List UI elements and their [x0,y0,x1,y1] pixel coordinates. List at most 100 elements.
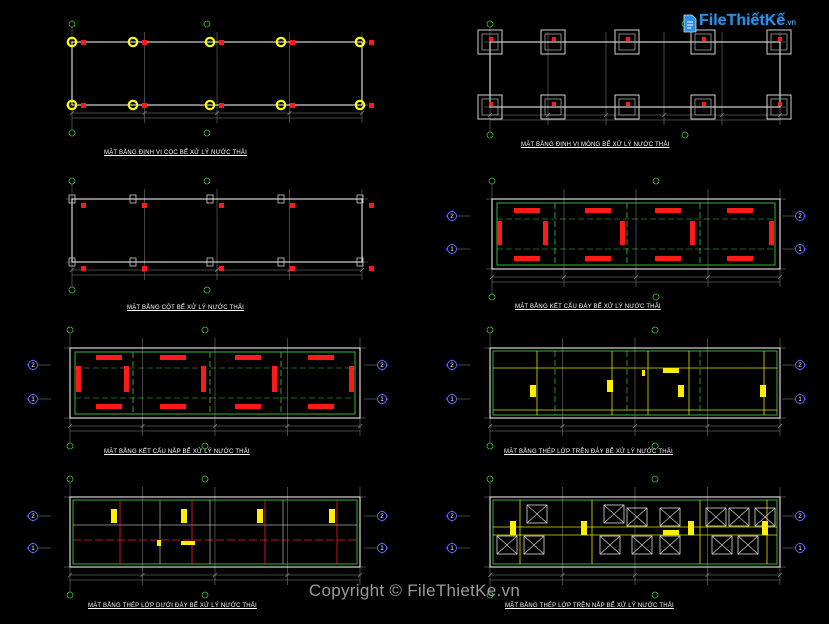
filethietke-logo: FileThiếtKế.vn [683,10,803,40]
axis-marker-label: 1 [450,397,454,403]
footing-inner [770,33,788,51]
axis-marker-circle [28,360,38,370]
axis-marker-circle [377,511,387,521]
grid-bubble [486,442,494,450]
inner-wall [492,350,778,416]
column-mark [142,203,147,208]
axis-marker-label: 2 [380,514,384,520]
beam-bottom [727,256,753,261]
axis-marker-label: 2 [450,363,454,369]
footing-inner [618,98,636,116]
pile-tag [219,103,224,108]
axis-marker-circle [28,543,38,553]
grid-bubble [651,326,659,334]
caption-top-slab-structure: MẶT BẰNG KẾT CẤU NẮP BỂ XỬ LÝ NƯỚC THẢI [104,449,250,455]
footing-inner [481,33,499,51]
dimension-tick [633,274,639,280]
rebar-tag [762,521,768,535]
grid-bubble [486,20,494,28]
beam-top [727,208,753,213]
opening-cross [711,535,733,555]
dimension-tick [287,110,292,116]
dimension-tick [489,274,495,280]
pile-tag [369,40,374,45]
caption-top-slab-top-rebar: MẶT BẰNG THÉP LỚP TRÊN NẮP BỂ XỬ LÝ NƯỚC… [505,603,674,609]
column-mark [290,266,295,271]
tank-outline [71,198,363,263]
axis-marker-label: 1 [798,546,802,552]
column-outline [206,194,214,204]
rebar-tag [530,385,536,397]
grid-bubble [486,326,494,334]
axis-marker-circle [447,543,457,553]
axis-marker-circle [28,394,38,404]
rebar-tag [510,521,516,535]
grid-bubble [203,286,211,294]
grid-bubble [681,131,689,139]
column-mark [626,37,630,41]
grid-bubble [203,20,211,28]
dimension-tick [561,274,567,280]
grid-bubble [66,475,74,483]
rebar-tag [688,521,694,535]
axis-marker-circle [447,511,457,521]
dimension-tick [140,423,145,429]
pile-marker [354,99,366,111]
pile-tag [290,103,295,108]
rebar-tag [607,380,613,392]
pile-tag [142,40,147,45]
caption-foundation-layout: MẶT BẰNG ĐỊNH VỊ MÓNG BỂ XỬ LÝ NƯỚC THẢI [521,142,670,148]
axis-marker-label: 2 [31,363,35,369]
beam-side [349,366,354,392]
rebar-tag [257,509,263,523]
grid-bubble [203,177,211,185]
column-mark [778,37,782,41]
beam-bottom [96,404,122,409]
axis-marker-circle [795,244,805,254]
opening-cross [728,507,750,527]
logo-mark-icon [683,14,697,33]
opening-box [659,507,681,527]
copyright-watermark: Copyright © FileThietKe.vn [308,581,521,600]
rebar-tag [329,509,335,523]
beam-side [124,366,129,392]
column-mark [626,102,630,106]
caption-bottom-slab-structure: MẶT BẰNG KẾT CẤU ĐÁY BỂ XỬ LÝ NƯỚC THẢI [515,304,661,310]
axis-marker-circle [447,360,457,370]
dimension-tick [67,423,73,429]
footing-outline [540,94,566,120]
axis-marker-circle [28,511,38,521]
beam-side [769,221,774,245]
axis-marker-label: 2 [31,514,35,520]
opening-box [496,535,518,555]
pile-tag [81,103,86,108]
column-mark [702,102,706,106]
dimension-tick [487,572,493,578]
opening-cross [603,504,625,524]
column-outline [206,257,214,267]
axis-marker-label: 1 [31,546,35,552]
axis-marker-label: 1 [31,397,35,403]
column-mark [142,266,147,271]
dimension-tick [719,112,725,118]
inner-wall [74,351,356,415]
opening-cross [659,535,681,555]
dimension-tick [705,572,710,578]
footing-inner [770,98,788,116]
opening-cross [526,504,548,524]
tank-outline [71,41,363,106]
column-outline [68,257,76,267]
grid-bubble [201,326,209,334]
footing-outline [477,29,503,55]
dimension-tick [357,572,363,578]
column-mark [702,37,706,41]
column-mark [81,203,86,208]
dimension-tick [140,572,145,578]
footing-inner [694,98,712,116]
footing-outline [477,94,503,120]
beam-top [96,355,122,360]
grid-bubble [66,442,74,450]
dimension-tick [212,572,218,578]
grid-bubble [66,326,74,334]
